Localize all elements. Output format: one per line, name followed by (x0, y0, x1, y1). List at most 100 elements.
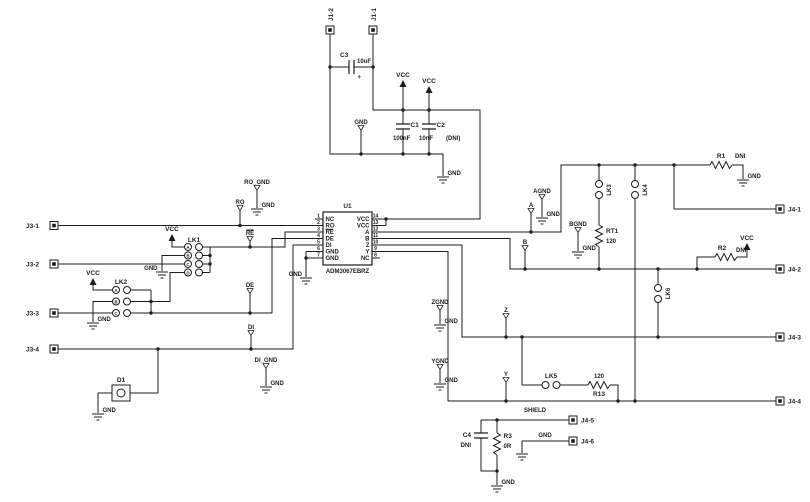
lk5-ref: LK5 (545, 373, 558, 380)
net-ygnd-label: YGND (431, 359, 449, 365)
net-b-label: B (523, 240, 528, 246)
vcc-label: VCC (396, 72, 410, 79)
r1-ref: R1 (717, 153, 726, 160)
c2-value: 10nF (419, 136, 433, 142)
connector-j1-1: J1-1 (368, 8, 378, 35)
vcc-label: VCC (86, 270, 100, 277)
lk4-ref: LK4 (643, 184, 649, 196)
d1-ref: D1 (117, 377, 126, 384)
j1-1-label: J1-1 (371, 8, 378, 21)
c1-ref: C1 (411, 122, 420, 129)
capacitor-c4: C4 DNI (461, 432, 488, 449)
pin-name-nc1: NC (326, 217, 335, 223)
wires (58, 34, 776, 485)
c4-ref: C4 (463, 432, 472, 439)
vcc-label: VCC (740, 235, 754, 242)
c1-plates (396, 123, 410, 130)
lk1-wires (58, 241, 185, 302)
gnd-label: GND (583, 246, 597, 252)
pin-name-a: A (365, 230, 370, 236)
j1-2-label: J1-2 (328, 8, 335, 21)
ground-symbols: GND GND GND GND GND GND GND GND GND GND … (86, 171, 762, 493)
gnd-label: GND (748, 174, 762, 180)
pin-name-vcc14: VCC (357, 217, 370, 223)
lk6-ref: LK6 (666, 287, 672, 299)
lk1-option-c: C (186, 262, 190, 267)
connector-j1-2: J1-2 (325, 8, 335, 35)
lk2-wires (58, 285, 152, 322)
pin-num-7: 7 (317, 253, 320, 259)
jumper-lk6: LK6 (654, 284, 672, 303)
net-ro-wire (58, 210, 323, 226)
gnd-label: GND (547, 212, 561, 218)
jumper-lk1: LK1 A B C D (184, 237, 203, 277)
c2-plates (422, 123, 436, 130)
pin-name-ro: RO (326, 224, 335, 230)
vcc-symbols: VCC VCC VCC VCC VCC (86, 72, 754, 285)
pin-num-8: 8 (374, 253, 377, 259)
net-shield-wire (480, 419, 569, 485)
capacitor-c1: C1 100nF (393, 122, 419, 142)
net-gnd-j46-label: GND (538, 433, 552, 439)
j3-3-label: J3-3 (26, 311, 39, 318)
j4-1-label: J4-1 (788, 207, 801, 214)
c1-value: 100nF (393, 136, 411, 142)
resistor-r13: 120 R13 (587, 374, 611, 398)
net-b-wire (372, 232, 776, 270)
lk1-option-b: B (186, 254, 190, 259)
j3-4-label: J3-4 (26, 347, 39, 354)
net-bgnd-label: BGND (569, 222, 587, 228)
r13-value: 120 (594, 374, 605, 380)
vcc-label: VCC (165, 226, 179, 233)
u1-gnd-wires (305, 251, 323, 277)
j3-1-label: J3-1 (26, 223, 39, 230)
net-re-label: RE (246, 231, 254, 237)
lk2-option-c: C (114, 311, 118, 316)
jumper-lk4: LK4 (631, 180, 649, 199)
pin-name-b: B (365, 237, 370, 243)
j3-2-label: J3-2 (26, 262, 39, 269)
resistor-rt1: RT1 120 (595, 224, 619, 248)
gnd-label: GND (445, 319, 459, 325)
pin-name-y: Y (365, 250, 369, 256)
lk1-option-d: D (186, 271, 190, 276)
j4-6-gnd-wire (521, 440, 569, 453)
connector-j3-4: J3-4 (26, 344, 59, 354)
net-gnd-top-wire (329, 34, 444, 176)
lk1-ref: LK1 (188, 237, 201, 244)
net-z-wire (372, 244, 776, 338)
net-y-wire (372, 251, 776, 402)
gnd-label: GND (448, 171, 462, 177)
resistor-r3: R3 0R (493, 432, 512, 456)
connector-j3-2: J3-2 (26, 259, 59, 269)
net-gnd-label: GND (354, 120, 368, 126)
pin-num-9: 9 (374, 246, 377, 252)
pin-num-6: 6 (317, 246, 320, 252)
j4-3-label: J4-3 (788, 335, 801, 342)
net-di-wire (58, 244, 323, 386)
pin-num-3: 3 (317, 227, 320, 233)
pin-num-4: 4 (317, 233, 320, 239)
c3-plates (348, 60, 355, 74)
net-vcc-rail-wire (372, 34, 481, 226)
net-re-wire (202, 231, 323, 273)
lk2-option-b: B (114, 300, 118, 305)
net-z-label: Z (504, 308, 508, 314)
r13-ref: R13 (593, 391, 605, 398)
gnd-label: GND (262, 203, 276, 209)
rt1-ref: RT1 (606, 228, 619, 235)
jumper-lk3: LK3 (595, 180, 613, 199)
net-y-label: Y (504, 372, 508, 378)
connector-j4-1: J4-1 (775, 204, 801, 214)
pin-name-z: Z (366, 243, 370, 249)
j4-2-label: J4-2 (788, 267, 801, 274)
ic-part-number: ADM3067EBRZ (326, 269, 370, 275)
r2-ref: R2 (718, 245, 727, 252)
pin-name-vcc13: VCC (357, 224, 370, 230)
lk3-ref: LK3 (607, 184, 613, 196)
pin-name-nc8: NC (361, 256, 370, 262)
gnd-label: GND (271, 381, 285, 387)
pin-num-2: 2 (317, 220, 320, 226)
connector-j4-2: J4-2 (775, 264, 801, 274)
